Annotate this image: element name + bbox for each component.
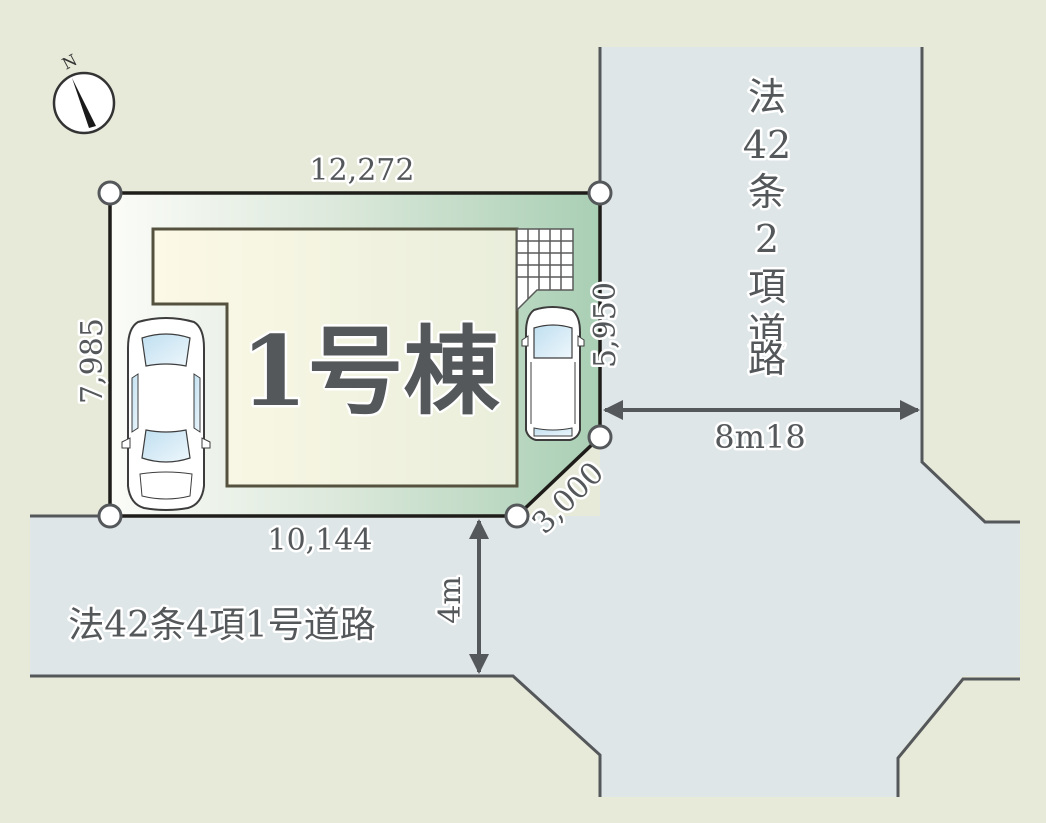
dim-bottom: 10,144 xyxy=(268,523,373,558)
boundary-marker-sw xyxy=(97,503,123,529)
lot[interactable] xyxy=(97,180,613,529)
boundary-markers xyxy=(97,180,613,529)
boundary-marker-e xyxy=(587,424,613,450)
svg-text:項: 項 xyxy=(748,265,786,309)
svg-text:路: 路 xyxy=(748,337,786,381)
boundary-marker-nw xyxy=(97,180,123,206)
south-road-south-edge xyxy=(30,674,602,797)
building-label: 1号棟 xyxy=(241,315,501,428)
south-road-width-label: 4m xyxy=(433,576,468,624)
east-road-width-label: 8m18 xyxy=(714,418,805,456)
boundary-marker-se xyxy=(504,503,530,529)
car-minivan-icon xyxy=(521,306,585,441)
road-area xyxy=(30,47,1020,797)
deck-grid xyxy=(516,228,574,312)
north-arrow-icon xyxy=(72,78,96,128)
roads xyxy=(30,47,1020,797)
southeast-edge xyxy=(896,677,1020,797)
boundary-marker-ne xyxy=(587,180,613,206)
south-road-label: 法42条4項1号道路 xyxy=(68,605,376,646)
svg-text:道: 道 xyxy=(748,310,786,354)
svg-text:法: 法 xyxy=(748,75,786,119)
dim-left: 7,985 xyxy=(75,318,110,404)
east-road-label: 法 42 条 2 項 道 路 xyxy=(740,73,793,384)
car-sedan-icon xyxy=(121,317,211,511)
dim-top: 12,272 xyxy=(310,153,415,188)
svg-text:42: 42 xyxy=(743,123,791,167)
dim-right: 5,950 xyxy=(588,282,623,368)
compass: N xyxy=(52,50,116,135)
svg-text:2: 2 xyxy=(755,217,779,261)
east-road-east-edge xyxy=(920,47,1020,524)
svg-text:条: 条 xyxy=(748,170,786,214)
compass-north-label: N xyxy=(59,50,80,73)
